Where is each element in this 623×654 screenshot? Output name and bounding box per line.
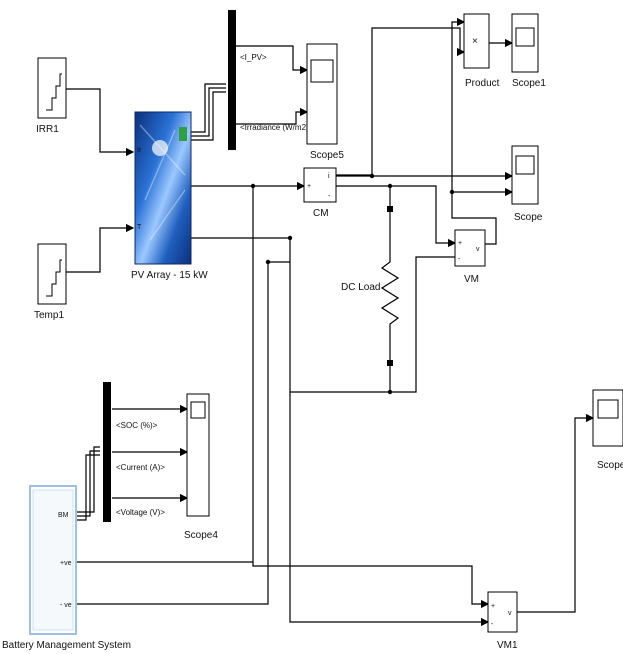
scope3-block[interactable]: Scope3 bbox=[592, 389, 623, 471]
vm-port-v: v bbox=[476, 246, 480, 253]
scope4-label: Scope4 bbox=[184, 530, 218, 541]
signal-current: <Current (A)> bbox=[116, 463, 165, 472]
product-label: Product bbox=[465, 78, 500, 89]
current-measurement-block[interactable]: + i - CM bbox=[303, 167, 337, 219]
bms-label: Battery Management System bbox=[2, 640, 131, 651]
pv-port-t: T bbox=[137, 224, 142, 231]
pv-array-block[interactable]: Ir T PV Array - 15 kW bbox=[131, 111, 208, 281]
voltage-measurement-block[interactable]: + - v VM bbox=[454, 229, 486, 285]
scope3-label: Scope3 bbox=[597, 460, 623, 471]
pv-port-ir: Ir bbox=[137, 147, 142, 154]
scope1-block[interactable]: Scope1 bbox=[511, 13, 546, 89]
product-symbol: × bbox=[472, 36, 478, 47]
signal-voltage: <Voltage (V)> bbox=[116, 508, 165, 517]
voltage-measurement-1-block[interactable]: + - v VM1 bbox=[487, 591, 518, 651]
vm1-port-neg: - bbox=[491, 621, 494, 628]
scope-block[interactable]: Scope bbox=[511, 145, 543, 223]
scope5-label: Scope5 bbox=[310, 150, 344, 161]
cm-label: CM bbox=[313, 208, 329, 219]
temp-signal-builder[interactable]: Temp1 bbox=[34, 243, 67, 321]
pv-bus-selector[interactable]: <I_PV> <Irradiance (W/m2)> bbox=[228, 10, 314, 150]
irr-label: IRR1 bbox=[36, 124, 59, 135]
cm-port-neg: - bbox=[328, 193, 331, 200]
vm-label: VM bbox=[464, 274, 479, 285]
bms-port-bm: BM bbox=[58, 512, 69, 519]
bms-port-neg: - ve bbox=[60, 602, 72, 609]
vm1-label: VM1 bbox=[497, 640, 518, 651]
vm1-port-v: v bbox=[508, 610, 512, 617]
wires bbox=[66, 17, 595, 627]
battery-management-system-block[interactable]: BM +ve - ve Battery Management System bbox=[2, 485, 131, 651]
signal-i-pv: <I_PV> bbox=[240, 53, 267, 62]
scope-label: Scope bbox=[514, 212, 543, 223]
dc-load-block[interactable]: DC Load bbox=[341, 206, 400, 366]
vm-port-pos: + bbox=[458, 240, 462, 247]
temp-label: Temp1 bbox=[34, 310, 64, 321]
signal-irradiance: <Irradiance (W/m2)> bbox=[240, 123, 314, 132]
product-block[interactable]: × Product bbox=[463, 13, 500, 89]
dc-load-label: DC Load bbox=[341, 282, 380, 293]
bms-bus-selector[interactable]: <SOC (%)> <Current (A)> <Voltage (V)> bbox=[103, 382, 165, 522]
scope4-block[interactable]: Scope4 bbox=[184, 393, 218, 541]
cm-port-pos: + bbox=[307, 183, 311, 190]
pv-label: PV Array - 15 kW bbox=[131, 270, 208, 281]
bms-port-pos: +ve bbox=[60, 560, 72, 567]
irr-signal-builder[interactable]: IRR1 bbox=[36, 57, 67, 135]
cm-port-i: i bbox=[328, 173, 330, 180]
vm1-port-pos: + bbox=[491, 603, 495, 610]
vm-port-neg: - bbox=[458, 256, 461, 263]
scope5-block[interactable]: Scope5 bbox=[306, 43, 344, 161]
scope1-label: Scope1 bbox=[512, 78, 546, 89]
signal-soc: <SOC (%)> bbox=[116, 421, 158, 430]
